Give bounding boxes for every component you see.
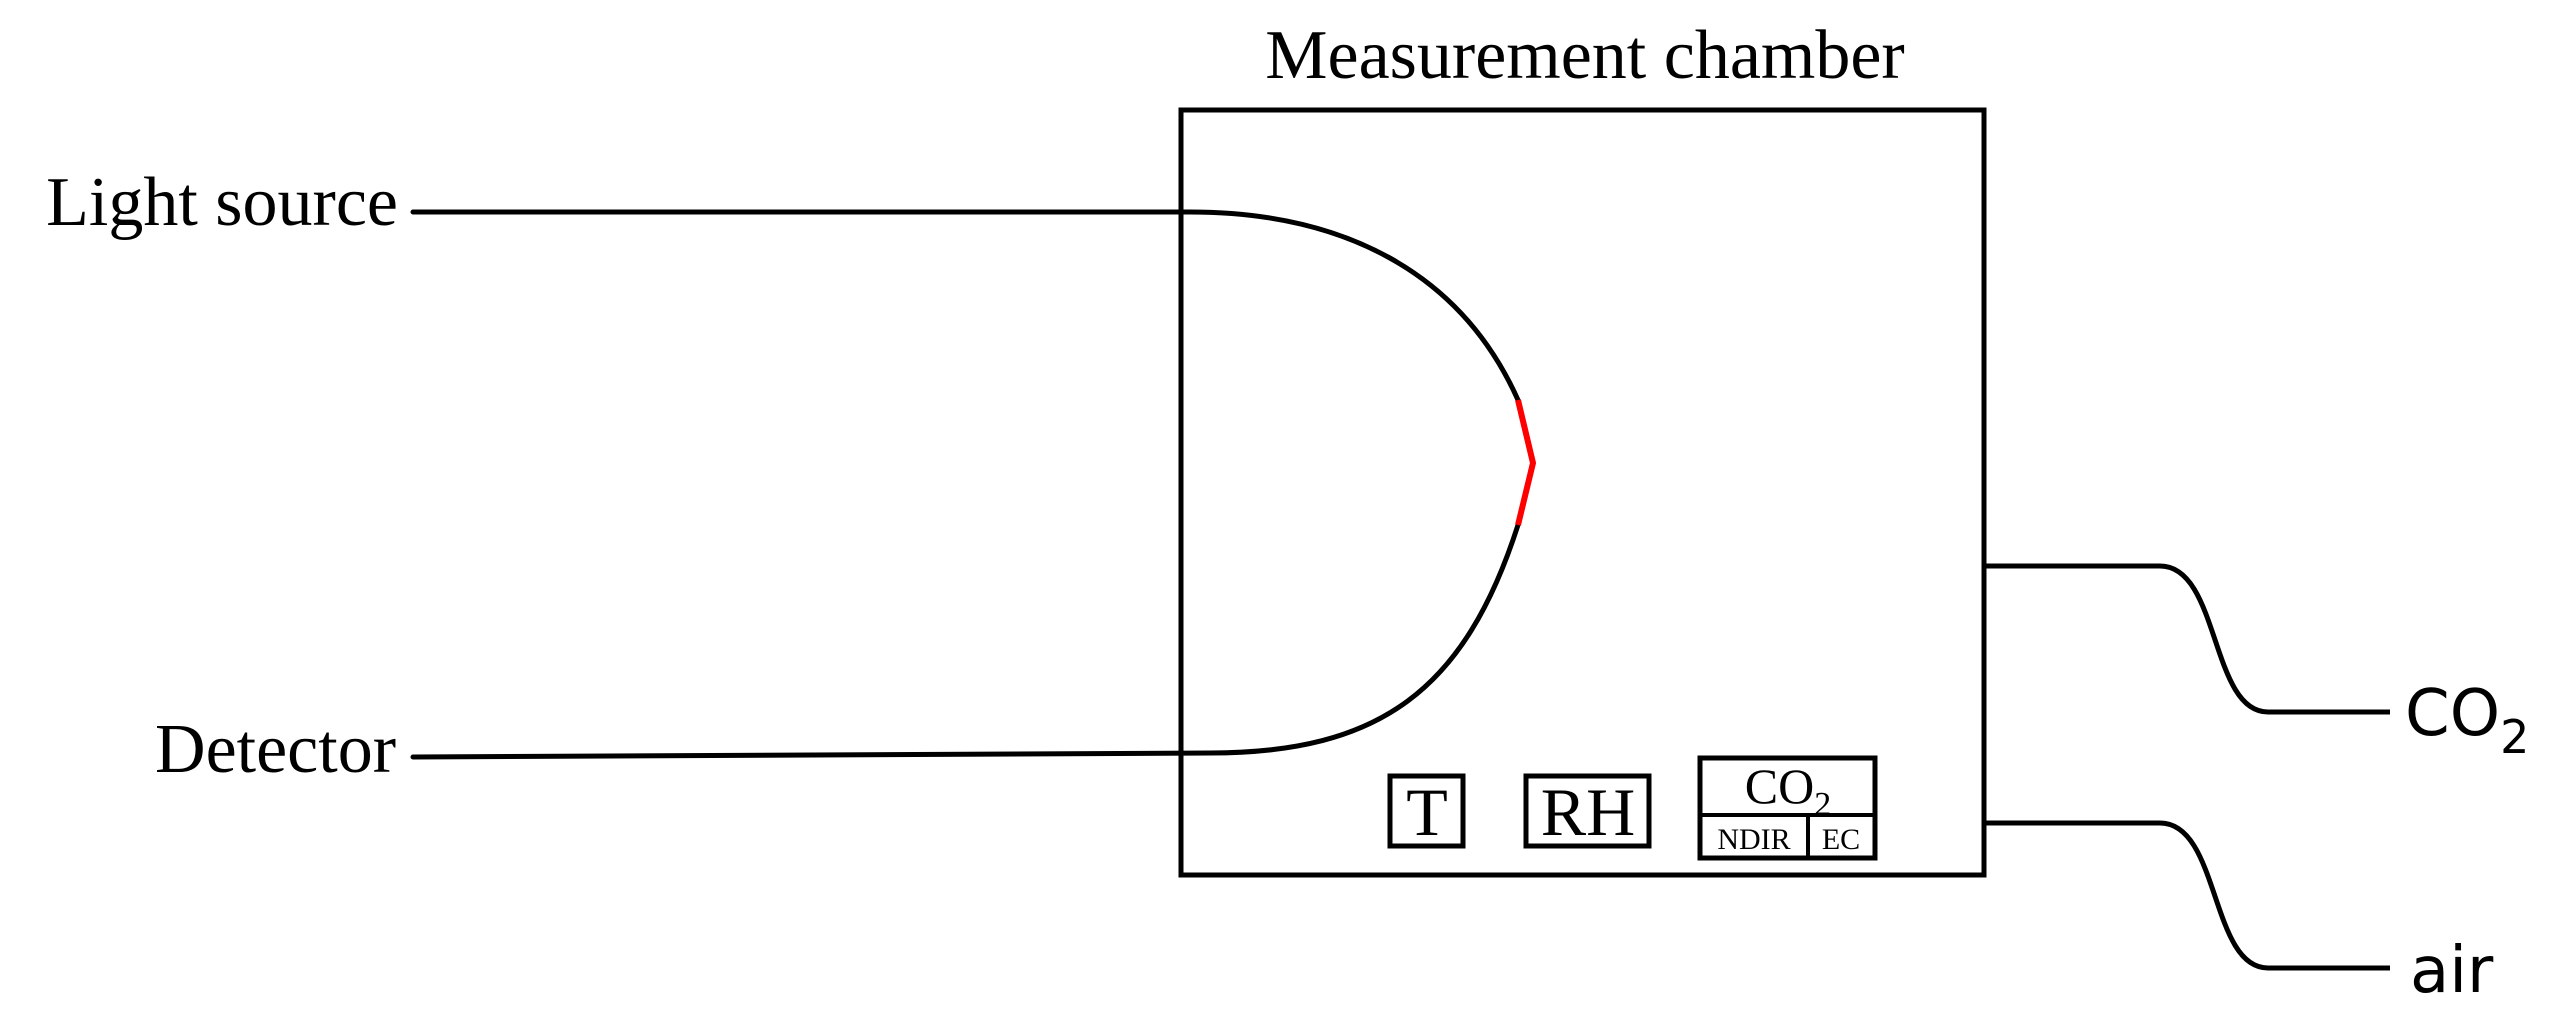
sensing-tip <box>1515 399 1536 526</box>
air-inlet-tube <box>1984 820 2390 971</box>
detector-fiber <box>410 522 1521 760</box>
co2-method-ndir: NDIR <box>1717 823 1790 856</box>
co2-inlet-tube <box>1984 563 2390 715</box>
light-source-label: Light source <box>46 164 398 241</box>
humidity-sensor-label: RH <box>1541 774 1635 850</box>
co2-sensor-box <box>1697 755 1878 861</box>
humidity-sensor-box <box>1523 773 1652 849</box>
temperature-sensor-box <box>1387 773 1466 849</box>
light-source-fiber <box>410 209 1521 403</box>
co2-inlet-label: CO2 <box>2405 677 2529 764</box>
air-inlet-label: air <box>2410 934 2494 1008</box>
measurement-chamber-box <box>1178 107 1987 878</box>
temperature-sensor-label: T <box>1406 774 1448 850</box>
chamber-title: Measurement chamber <box>1265 17 1904 94</box>
co2-method-ec: EC <box>1822 823 1860 856</box>
detector-label: Detector <box>155 711 396 788</box>
co2-sensor-label: CO2 <box>1745 758 1831 823</box>
